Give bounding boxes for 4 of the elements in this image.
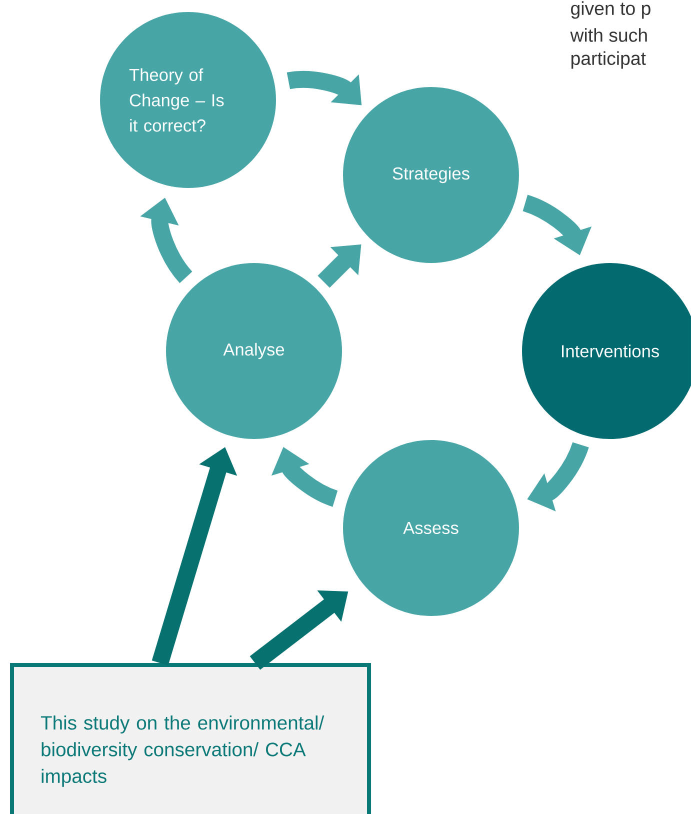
study-box: This study on the environmental/ biodiversity conservation/ CCA impacts xyxy=(10,663,371,814)
text-fragment: participat xyxy=(571,51,646,69)
text-fragment: given to p xyxy=(571,1,650,19)
text-fragment: with such xyxy=(570,28,647,42)
